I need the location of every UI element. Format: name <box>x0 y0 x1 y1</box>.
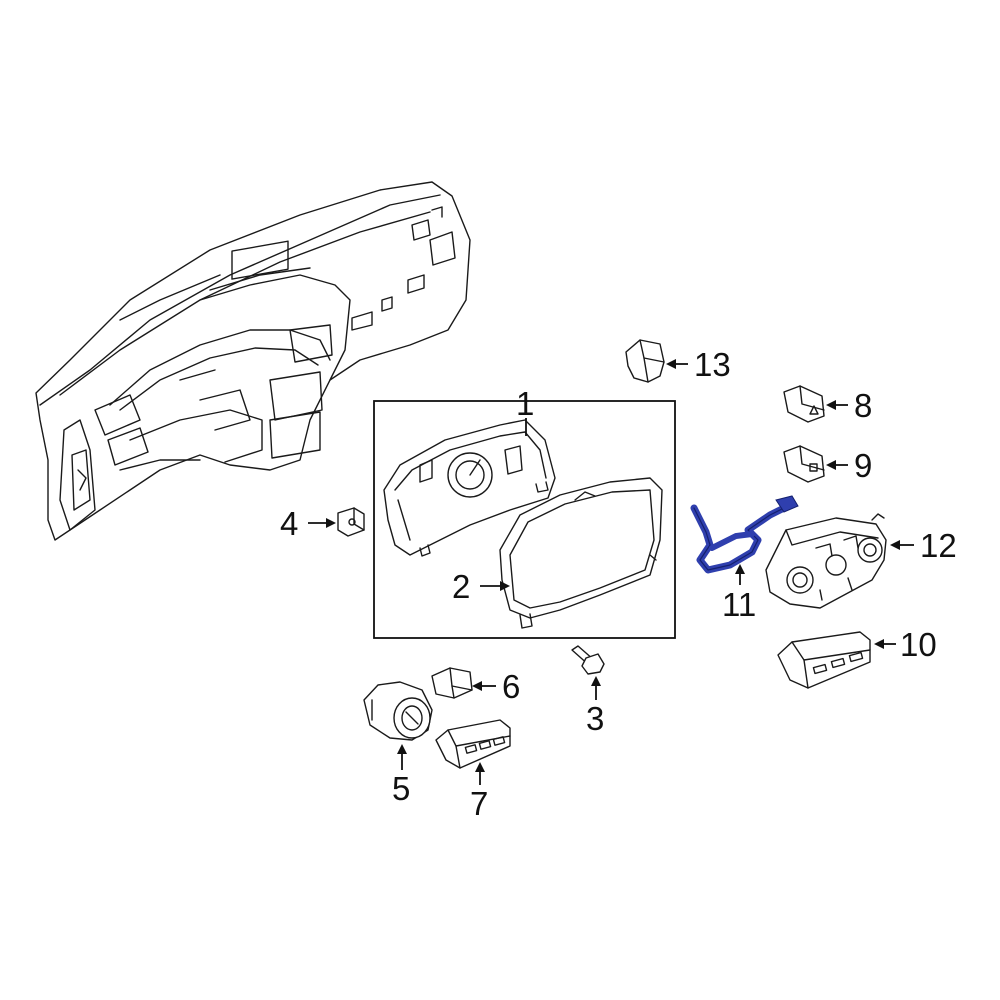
part-1-instrument-cluster[interactable] <box>383 419 556 557</box>
part-8-hazard-switch[interactable] <box>783 385 825 423</box>
instrument-panel-illustration <box>35 181 471 541</box>
callout-11: 11 <box>722 586 756 623</box>
callout-12: 12 <box>920 527 957 564</box>
callout-9: 9 <box>854 447 872 484</box>
callout-8: 8 <box>854 387 872 424</box>
part-11-wiring-harness[interactable] <box>690 495 799 574</box>
part-4-switch[interactable] <box>337 507 365 537</box>
part-9-switch[interactable] <box>783 445 825 483</box>
callout-10: 10 <box>900 626 937 663</box>
part-6-switch[interactable] <box>431 667 473 699</box>
callout-13: 13 <box>694 346 731 383</box>
callout-6: 6 <box>502 668 520 705</box>
part-5-headlamp-switch[interactable] <box>363 681 433 741</box>
callout-7: 7 <box>470 785 488 822</box>
callout-4: 4 <box>280 505 298 542</box>
callout-5: 5 <box>392 770 410 807</box>
callout-3: 3 <box>586 700 604 737</box>
part-2-cluster-lens[interactable] <box>499 477 663 629</box>
part-7-switch-bank[interactable] <box>435 719 511 769</box>
part-10-switch-bank[interactable] <box>777 631 871 689</box>
cluster-group-box <box>373 400 676 639</box>
part-12-climate-control[interactable] <box>765 513 887 609</box>
part-13-switch[interactable] <box>625 339 665 383</box>
callout-1: 1 <box>516 385 534 422</box>
callout-2: 2 <box>452 568 470 605</box>
part-3-bolt[interactable] <box>571 645 605 675</box>
